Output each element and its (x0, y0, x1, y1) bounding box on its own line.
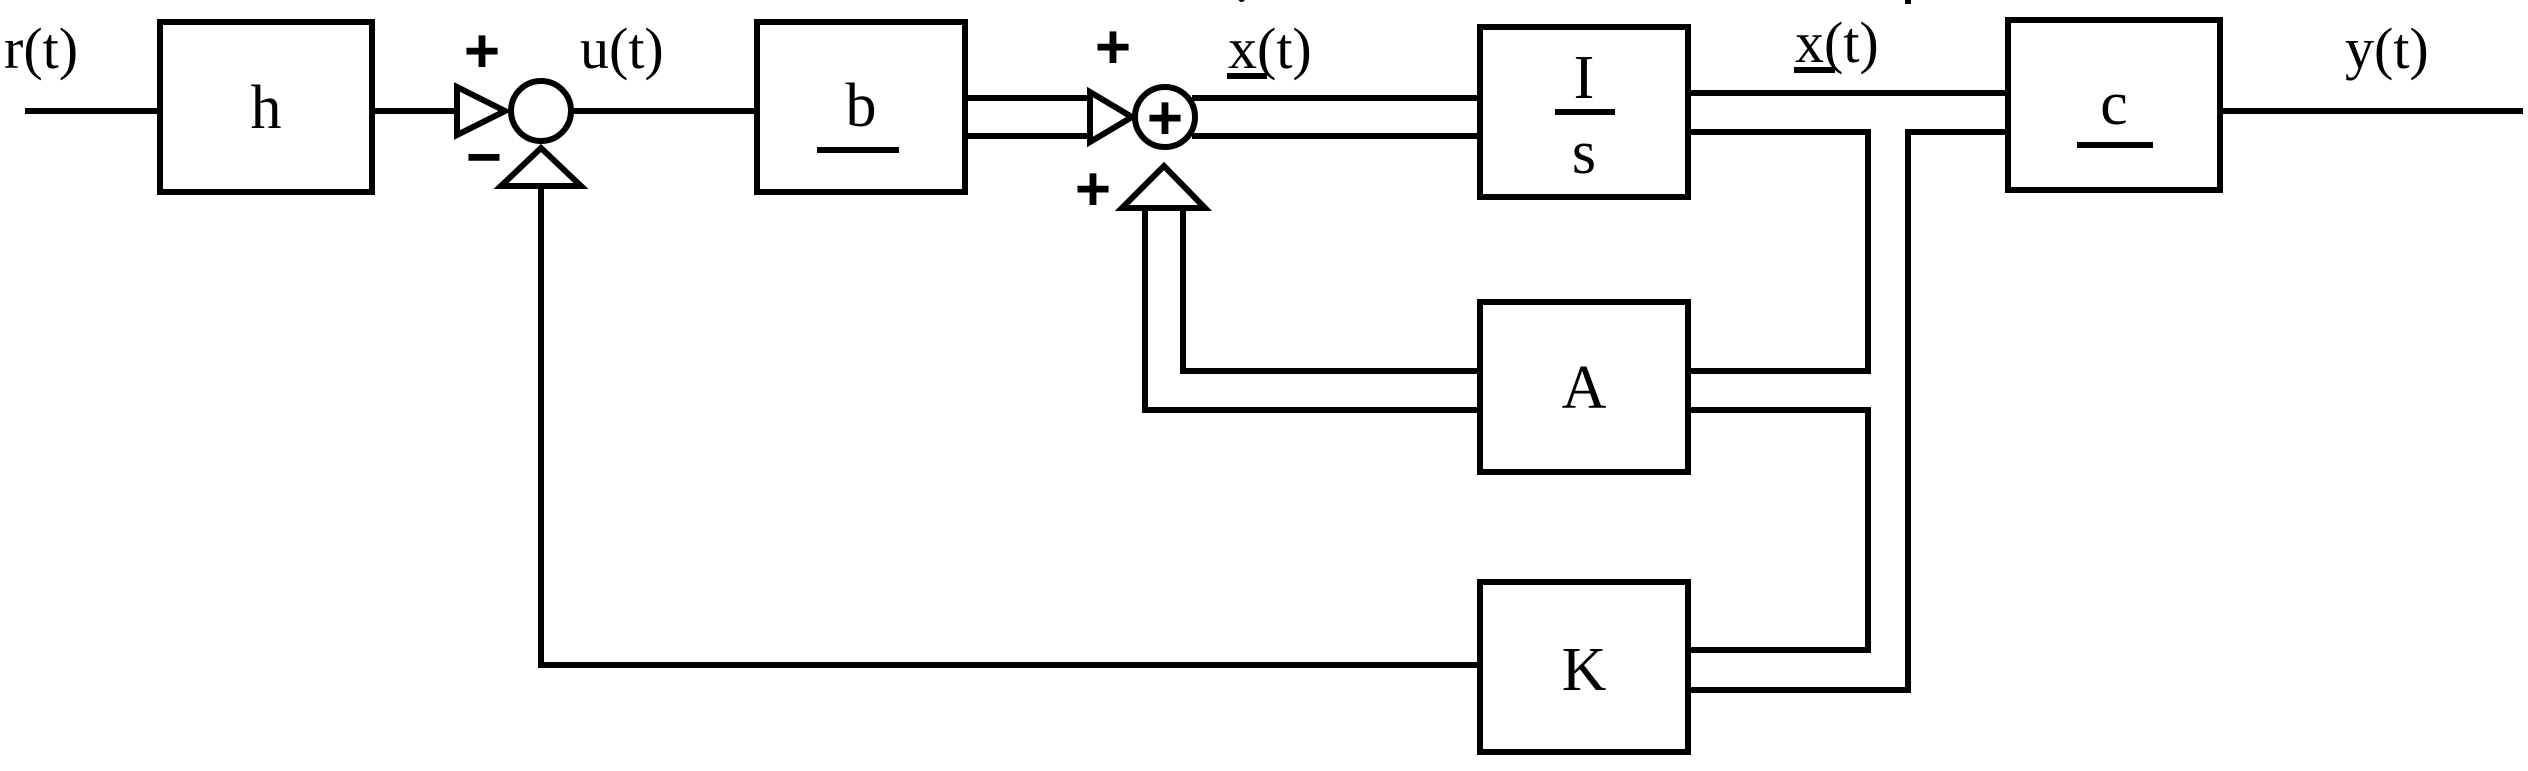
wire-K-to-sum1 (538, 185, 1483, 668)
signal-xdot-dot: · (1232, 0, 1251, 31)
block-c: c (2005, 17, 2223, 193)
signal-r-label: r(t) (4, 16, 78, 81)
sum2-plus-bottom: + (1075, 155, 1111, 224)
integrator-numerator: I (1574, 44, 1595, 112)
wire-x-to-K-a (1685, 407, 1871, 653)
block-c-label: c (2100, 70, 2128, 138)
signal-x-label: x(t) (1795, 10, 1879, 75)
wire-x-to-A-a (1685, 129, 1871, 374)
block-integrator: I s (1477, 24, 1691, 200)
block-h-label: h (251, 74, 282, 142)
summing-junction-2: + + + (1075, 13, 1213, 224)
signal-xdot-label: x(t) (1228, 16, 1312, 81)
sum2-center-sign: + (1147, 84, 1183, 153)
sum1-ref-arrow (454, 82, 512, 140)
block-h: h (157, 19, 375, 195)
summing-junction-1: + − (454, 17, 589, 192)
block-b: b (754, 19, 968, 195)
block-K: K (1477, 579, 1691, 755)
block-A: A (1477, 299, 1691, 475)
sum1-plus-sign: + (464, 17, 500, 86)
wire-A-to-sum2-b (1142, 207, 1483, 413)
signal-y-label: y(t) (2345, 16, 2429, 81)
wire-x-to-c-branch (1685, 129, 2011, 693)
block-A-label: A (1562, 354, 1607, 422)
sum2-in-arrow (1087, 86, 1138, 148)
wire-A-to-sum2-a (1180, 207, 1483, 374)
sum1-fb-arrow (493, 143, 589, 189)
sum2-fb-arrow (1114, 161, 1213, 211)
sum1-minus-sign: − (466, 123, 502, 192)
block-K-label: K (1562, 636, 1607, 704)
connection-lines (25, 0, 2523, 693)
sum2-plus-top: + (1095, 13, 1131, 82)
signal-u-label: u(t) (580, 16, 664, 81)
block-b-label: b (846, 72, 877, 140)
integrator-denominator: s (1572, 119, 1596, 187)
